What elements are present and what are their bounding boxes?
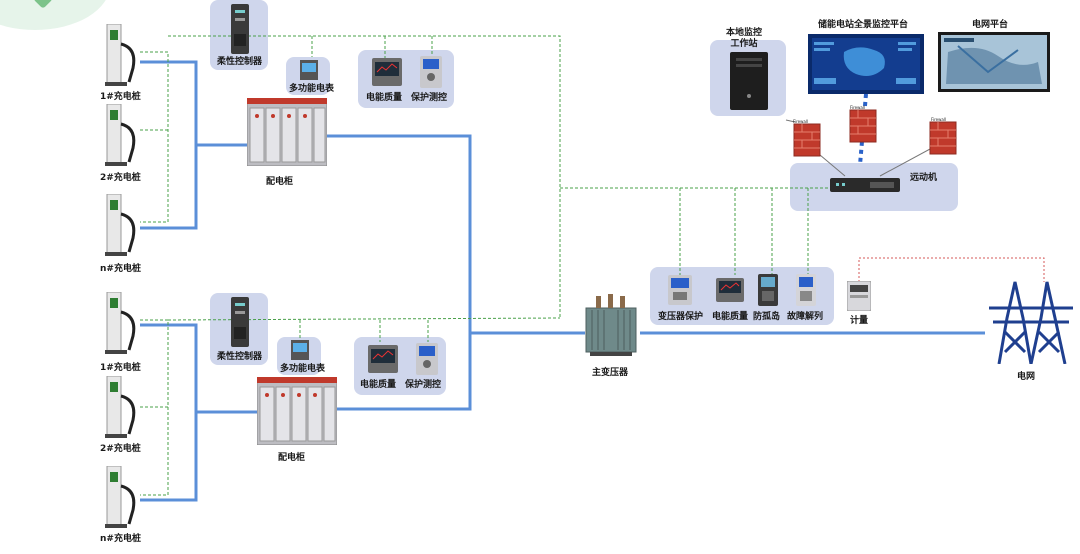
flex-controller-label: 柔性控制器: [217, 57, 263, 67]
energy-meter-icon: [846, 280, 872, 312]
charger-pile-icon: [103, 193, 143, 256]
grid-label: 电网: [1017, 372, 1036, 382]
protection-relay-icon: [416, 343, 438, 375]
quality-meter-icon: [368, 345, 398, 373]
protection-relay-icon: [668, 275, 692, 305]
device-label: 防孤岛: [753, 312, 781, 322]
local-monitor-label: 本地监控 工作站: [726, 28, 763, 49]
charger-label: 1#充电桩: [100, 363, 141, 373]
protection-relay-icon: [758, 274, 778, 306]
charger-pile-icon: [103, 103, 143, 166]
firewall-icon: [846, 104, 878, 144]
transformer-icon: [578, 292, 644, 360]
protection-relay-icon: [420, 56, 442, 88]
charger-label: 2#充电桩: [100, 173, 141, 183]
power-meter-icon: [291, 340, 309, 360]
power-meter-label: 多功能电表: [280, 364, 326, 374]
device-label: 变压器保护: [658, 312, 704, 322]
switchgear-cabinet-icon: [256, 376, 338, 446]
quality-meter-icon: [716, 278, 744, 302]
flex-controller-icon: [229, 4, 251, 54]
protection-relay-icon: [796, 274, 816, 306]
device-label: 故障解列: [787, 312, 824, 322]
charger-label: 1#充电桩: [100, 92, 141, 102]
firewall-icon: [790, 118, 822, 158]
transmission-tower-icon: [985, 278, 1077, 365]
quality-label: 电能质量: [366, 93, 403, 103]
charger-label: n#充电桩: [100, 264, 141, 274]
firewall-tag: Firewall: [793, 119, 809, 124]
cabinet-label: 配电柜: [266, 177, 294, 187]
charger-pile-icon: [103, 291, 143, 354]
firewall-icon: [926, 116, 958, 156]
grid-platform-label: 电网平台: [972, 20, 1009, 30]
charger-pile-icon: [103, 465, 143, 528]
quality-meter-icon: [372, 58, 402, 86]
protect-label: 保护测控: [405, 380, 442, 390]
power-meter-icon: [300, 60, 318, 80]
metering-label: 计量: [850, 316, 869, 326]
charger-label: 2#充电桩: [100, 444, 141, 454]
flex-controller-label: 柔性控制器: [217, 352, 263, 362]
switchgear-cabinet-icon: [246, 97, 328, 167]
power-meter-label: 多功能电表: [289, 84, 335, 94]
firewall-tag: Firewall: [931, 117, 947, 122]
transformer-label: 主变压器: [592, 368, 629, 378]
device-label: 电能质量: [712, 312, 749, 322]
charger-pile-icon: [103, 375, 143, 438]
charger-label: n#充电桩: [100, 534, 141, 544]
monitor-screen-icon: [938, 32, 1050, 92]
flex-controller-icon: [229, 297, 251, 347]
monitor-screen-icon: [808, 34, 924, 94]
firewall-tag: Firewall: [850, 105, 866, 110]
charger-pile-icon: [103, 23, 143, 86]
remote-label: 远动机: [910, 173, 938, 183]
protect-label: 保护测控: [411, 93, 448, 103]
quality-label: 电能质量: [360, 380, 397, 390]
comm-lines: [140, 35, 863, 496]
workstation-icon: [728, 52, 770, 112]
grid-metering-link: [858, 257, 1045, 282]
rtu-icon: [830, 177, 900, 192]
cabinet-label: 配电柜: [278, 453, 306, 463]
panorama-platform-label: 储能电站全景监控平台: [818, 20, 909, 30]
